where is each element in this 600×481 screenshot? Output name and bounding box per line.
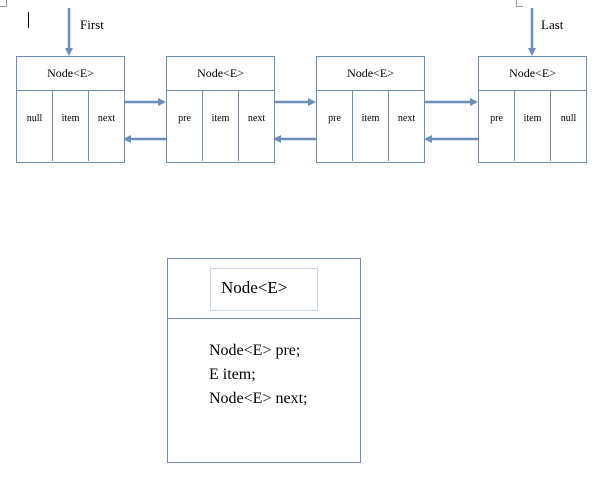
last-pointer-label: Last — [541, 17, 564, 32]
node-title: Node<E> — [167, 57, 274, 91]
node-cell-next: next — [97, 112, 116, 124]
node-class-field-item: E item; — [209, 366, 256, 383]
list-node-4: Node<E> pre item null — [478, 56, 587, 163]
node-cell-item: item — [203, 91, 239, 161]
page-corner-mark-right — [516, 0, 523, 7]
node-class-box: Node<E> Node<E> pre; E item; Node<E> nex… — [167, 258, 361, 463]
node-cell-next: next — [247, 112, 266, 124]
node-title: Node<E> — [479, 57, 586, 91]
node-class-field-next: Node<E> next; — [209, 390, 308, 407]
node-title: Node<E> — [317, 57, 424, 91]
node-class-title: Node<E> — [210, 268, 318, 311]
node-cell-pre: pre — [167, 91, 203, 161]
node-class-header: Node<E> — [168, 259, 360, 319]
node-cell-item: item — [53, 91, 89, 161]
node-cell-pre: null — [17, 91, 53, 161]
list-node-3: Node<E> pre item next — [316, 56, 425, 163]
node-title: Node<E> — [17, 57, 124, 91]
text-cursor — [28, 12, 29, 28]
node-cell-item: item — [515, 91, 551, 161]
page-corner-mark-left — [0, 0, 7, 7]
node-class-field-pre: Node<E> pre; — [209, 342, 301, 359]
list-node-1: Node<E> null item next — [16, 56, 125, 163]
node-cell-pre: pre — [317, 91, 353, 161]
node-cell-pre: pre — [479, 91, 515, 161]
node-cell-item: item — [353, 91, 389, 161]
node-cell-next: next — [397, 112, 416, 124]
node-class-fields: Node<E> pre; E item; Node<E> next; — [168, 319, 360, 411]
list-node-2: Node<E> pre item next — [166, 56, 275, 163]
first-pointer-label: First — [80, 17, 104, 32]
node-cell-next: null — [560, 112, 577, 124]
